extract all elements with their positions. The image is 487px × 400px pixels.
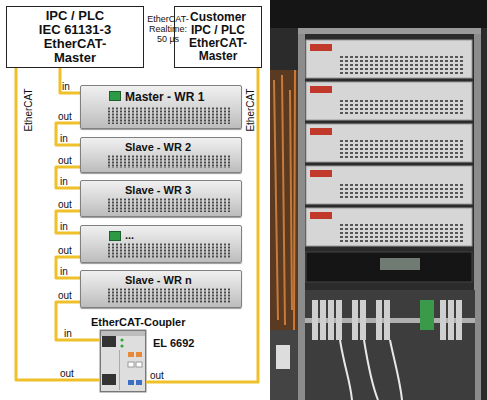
rack-unit: [306, 166, 472, 204]
rack-unit: [306, 40, 472, 78]
unit-body: [306, 124, 472, 162]
cabinet-side: [270, 330, 298, 400]
port-label: out: [58, 290, 72, 301]
port-label: out: [60, 368, 74, 379]
coupler-seam: [119, 350, 120, 390]
inverter-unit: Slave - WR 3: [80, 180, 242, 217]
black-unit: [306, 252, 472, 282]
unit-name: Master - WR 1: [125, 90, 204, 104]
inverter-unit: Slave - WR 2: [80, 137, 242, 173]
port-label: out: [150, 370, 164, 381]
cables: [340, 340, 402, 400]
inverter-unit: Master - WR 1: [80, 85, 242, 129]
rack-frame: [298, 28, 481, 34]
unit-grille: [340, 182, 464, 200]
ethercat-cable: [60, 68, 80, 93]
led: [120, 338, 123, 341]
terminal-clip: [136, 380, 142, 385]
terminal-blocks: [312, 300, 462, 340]
box-text: Customer IPC / PLC EtherCAT-Master: [182, 11, 254, 63]
unit-name: ...: [125, 229, 134, 241]
coupler-body: [100, 330, 146, 392]
inverter-unit: ...: [80, 225, 242, 263]
port-label: out: [58, 199, 72, 210]
unit-grille: [340, 56, 464, 74]
ethercat-cable: [56, 257, 80, 278]
device-type: EL 6692: [153, 337, 194, 349]
port-label: in: [60, 176, 68, 187]
device-heading: EtherCAT-Coupler: [91, 316, 186, 328]
unit-grille: [340, 98, 464, 116]
terminal-clip: [136, 352, 142, 357]
unit-name: Slave - WR 3: [125, 184, 191, 196]
copper-wiring: [270, 70, 298, 330]
din-area: [305, 290, 475, 400]
unit-name: Slave - WR n: [125, 274, 192, 286]
ethercat-cable: [56, 167, 80, 188]
rj45-port: [102, 336, 116, 347]
unit-display: [380, 258, 420, 270]
inverter-unit: Slave - WR n: [80, 270, 242, 308]
unit-switch: [310, 86, 332, 93]
cabinet-top: [270, 0, 487, 28]
controller-box: IPC / PLC IEC 61131-3 EtherCAT-Master: [6, 6, 144, 68]
ethercat-cable: [56, 211, 80, 233]
led: [120, 344, 123, 347]
unit-body: [306, 166, 472, 204]
rack-frame: [298, 28, 305, 400]
unit-switch: [310, 170, 332, 177]
terminal: [276, 345, 290, 369]
unit-body: [306, 82, 472, 120]
rack-frame: [474, 28, 481, 400]
rj45-port: [102, 374, 116, 385]
ethercat-cable: [56, 123, 80, 145]
port-label: in: [60, 221, 68, 232]
rack-unit: [306, 82, 472, 120]
unit-grille: [340, 224, 464, 242]
port-label: in: [60, 133, 68, 144]
unit-switch: [310, 212, 332, 219]
unit-switch: [310, 128, 332, 135]
unit-body: [306, 208, 472, 246]
unit-name: Slave - WR 2: [125, 141, 191, 153]
ethercat-coupler: EtherCAT-CouplerEL 6692: [100, 330, 146, 392]
port-label: out: [58, 155, 72, 166]
terminal-clip: [128, 362, 134, 367]
rack-unit: [306, 208, 472, 246]
terminal-clip: [128, 380, 134, 385]
terminal-clip: [136, 362, 142, 367]
bus-label: EtherCAT: [23, 88, 34, 131]
unit-body: [306, 40, 472, 78]
rack-unit: [306, 124, 472, 162]
photo-background: [270, 0, 487, 400]
copper-wires: [274, 70, 295, 330]
port-label: out: [58, 111, 72, 122]
unit-switch: [310, 44, 332, 51]
green-module: [420, 300, 434, 330]
terminal-clip: [128, 352, 134, 357]
port-label: in: [62, 81, 70, 92]
timing-note: EtherCAT-Realtime: 50 µs: [146, 14, 190, 44]
box-text: IPC / PLC IEC 61131-3 EtherCAT-Master: [35, 9, 115, 65]
port-label: out: [58, 245, 72, 256]
port-label: in: [60, 266, 68, 277]
port-label: in: [64, 328, 72, 339]
unit-grille: [340, 140, 464, 158]
bus-label: EtherCAT: [245, 88, 256, 131]
